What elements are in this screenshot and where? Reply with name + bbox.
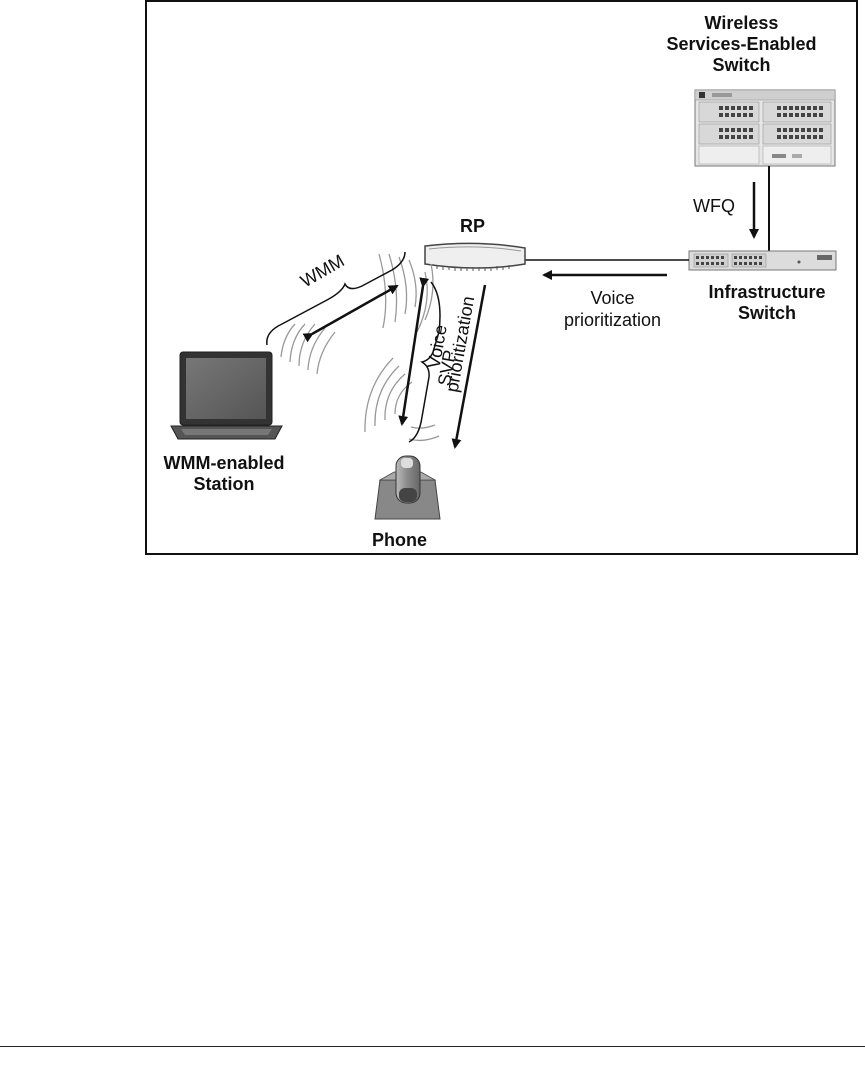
voice-prioritization-horizontal-label: Voice prioritization bbox=[563, 288, 662, 330]
station-radio-waves bbox=[280, 323, 336, 375]
wmm-arrow bbox=[302, 284, 399, 343]
rp-label: RP bbox=[460, 216, 486, 236]
svp-arrow bbox=[398, 277, 430, 426]
wireless-switch-label: Wireless Services-Enabled Switch bbox=[666, 13, 817, 75]
phone-icon bbox=[374, 455, 441, 520]
phone-label: Phone bbox=[372, 530, 428, 550]
wfq-label: WFQ bbox=[693, 196, 735, 216]
infrastructure-switch-label: Infrastructure Switch bbox=[708, 282, 826, 323]
footer-rule bbox=[0, 1046, 865, 1047]
voice-arrow-vertical bbox=[451, 284, 487, 449]
laptop-icon bbox=[170, 351, 283, 440]
diagram-canvas bbox=[170, 89, 837, 520]
diagram-frame: Wireless Services-Enabled Switch WFQ RP … bbox=[145, 0, 858, 555]
rp-icon bbox=[424, 242, 526, 271]
wmm-brace bbox=[266, 251, 406, 346]
infrastructure-switch-icon bbox=[688, 250, 837, 271]
station-label: WMM-enabled Station bbox=[163, 453, 285, 494]
wireless-switch-icon bbox=[694, 89, 836, 167]
